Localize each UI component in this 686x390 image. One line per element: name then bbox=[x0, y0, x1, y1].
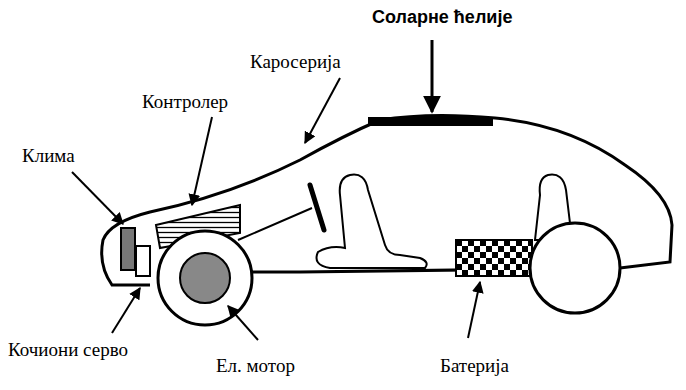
solar-cells-label: Соларне ћелије bbox=[372, 8, 512, 28]
brake-servo bbox=[136, 246, 150, 276]
rear-wheel bbox=[530, 223, 620, 313]
steering-column bbox=[238, 208, 312, 240]
solar-cells bbox=[368, 117, 493, 126]
leader-lines bbox=[72, 40, 480, 340]
body-label: Каросерија bbox=[250, 52, 341, 73]
front-wheel bbox=[158, 231, 252, 325]
controller-label: Контролер bbox=[142, 92, 228, 113]
klima-unit bbox=[121, 228, 135, 270]
klima-label: Клима bbox=[22, 146, 75, 167]
motor-label: Ел. мотор bbox=[216, 356, 295, 377]
electric-motor bbox=[180, 253, 230, 303]
steering-wheel bbox=[310, 185, 324, 230]
battery-label: Батерија bbox=[440, 356, 509, 377]
front-seat bbox=[317, 175, 427, 268]
battery bbox=[456, 240, 532, 276]
brake-servo-label: Кочиони серво bbox=[8, 340, 128, 361]
